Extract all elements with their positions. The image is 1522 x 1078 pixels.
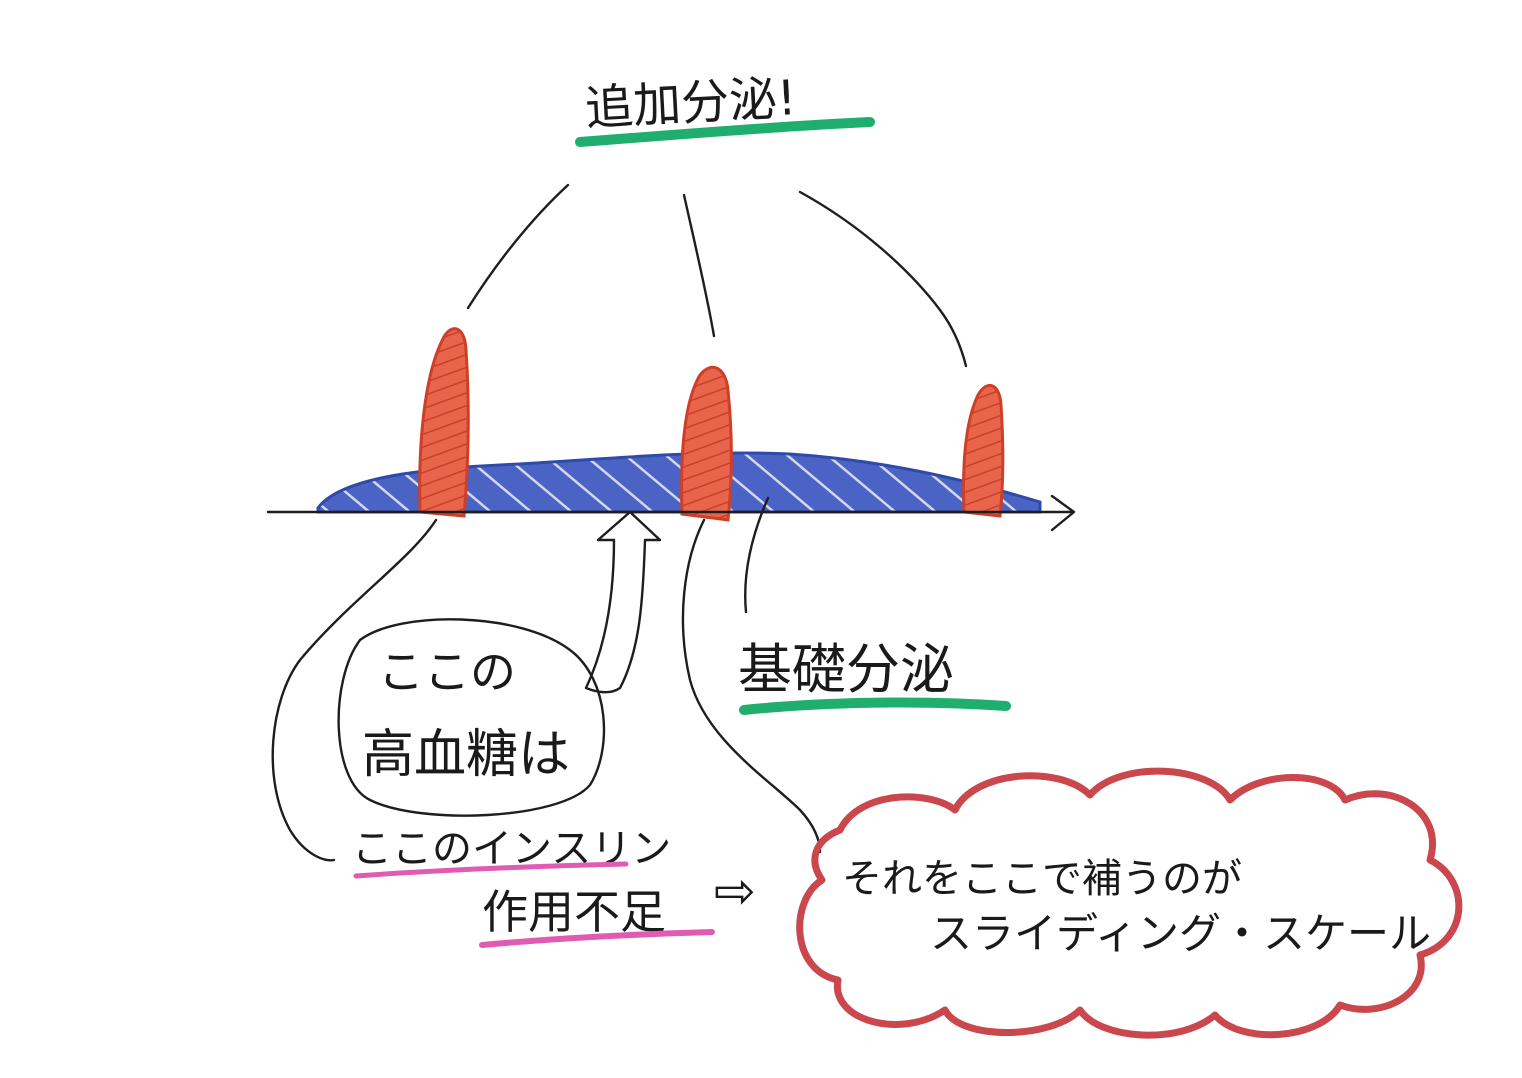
basal-label: 基礎分泌 [738,638,954,701]
bolus-underline [575,117,875,147]
hyperglycemia-label-line2: 高血糖は [362,725,570,785]
basal-pointer-line [744,496,770,614]
bolus-peak-center [680,365,733,522]
insulin-label-line2: 作用不足 [482,885,666,939]
bolus-peak-right [962,383,1005,518]
bolus-peak-left [418,327,470,518]
hyperglycemia-label-line1: ここの [378,645,516,699]
sliding-scale-cloud [796,767,1463,1039]
insulin-pointer-curve [271,518,438,862]
up-arrow-icon [584,510,662,694]
cloud-text-line2: スライディング・スケール [930,909,1431,958]
connector-line-center [682,193,716,338]
connector-line-left [466,183,570,310]
hyperglycemia-ellipse [337,618,606,817]
insulin-underline-1 [353,861,629,879]
insulin-underline-2 [479,929,715,948]
cloud-pointer-curve [681,518,822,854]
cloud-text-line1: それをここで補うのが [842,856,1242,902]
insulin-arrow-icon: ⇨ [714,862,756,920]
basal-underline [739,697,1011,715]
axis-arrowhead-icon [1050,494,1076,532]
connector-line-right [798,190,968,368]
